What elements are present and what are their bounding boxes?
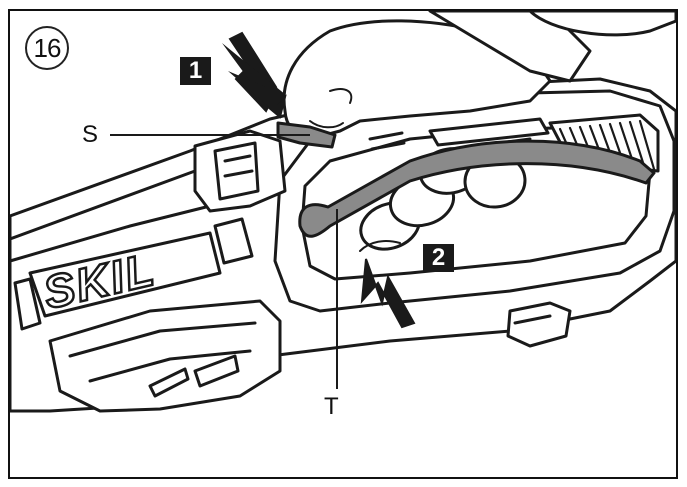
callout-s-label: S [82, 121, 99, 148]
callout-t-label: T [324, 393, 339, 420]
battery-block [48, 299, 282, 413]
step-1-badge: 1 [180, 57, 211, 85]
pole-saw-handle-drawing: SKIL [10, 11, 676, 413]
trigger-t [298, 139, 656, 238]
instruction-illustration: SKIL 16 1 2 S T [8, 9, 678, 479]
step-2-badge: 2 [423, 244, 454, 272]
figure-number-badge: 16 [25, 26, 69, 70]
arrow-step-2 [360, 258, 416, 329]
